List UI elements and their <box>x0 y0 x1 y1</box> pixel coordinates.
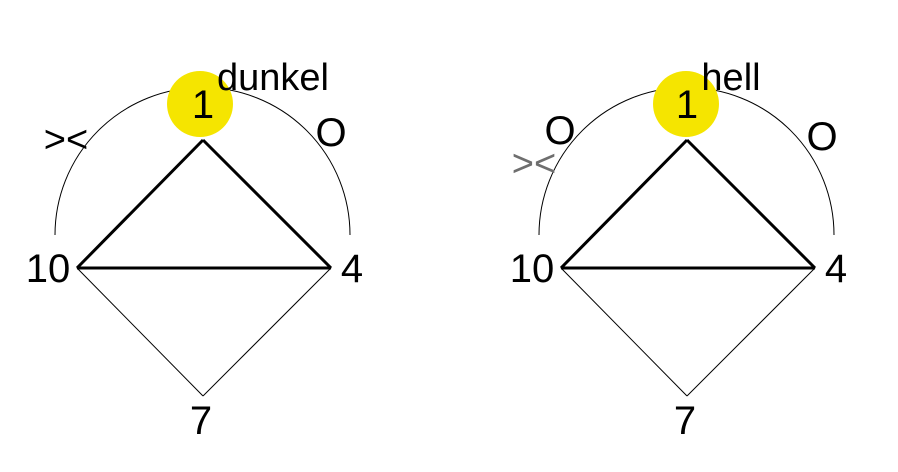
arc-mark-left: >< <box>512 143 556 185</box>
arc-mark-right: O <box>806 115 837 159</box>
node-label-top: 1 <box>192 83 214 127</box>
panel-title: dunkel <box>217 57 329 99</box>
arc-mark-left: >< <box>44 119 88 161</box>
panel-dunkel: dunkel 1 10 4 7 >< O <box>26 57 363 443</box>
node-label-left: 10 <box>26 247 71 291</box>
arc-mark-right: O <box>315 111 346 155</box>
edge-1-4 <box>685 138 817 270</box>
panel-title: hell <box>701 57 760 99</box>
edge-4-7 <box>686 267 816 397</box>
node-label-right: 4 <box>341 247 363 291</box>
node-label-right: 4 <box>825 247 847 291</box>
edge-10-7 <box>76 267 204 397</box>
panel-hell: hell 1 10 4 7 O >< O <box>510 57 847 443</box>
node-label-bottom: 7 <box>190 399 212 443</box>
node-label-bottom: 7 <box>674 399 696 443</box>
node-label-left: 10 <box>510 247 555 291</box>
arc-mark-left-o: O <box>544 109 575 153</box>
highlight-circle <box>653 71 719 137</box>
edge-1-10 <box>75 138 205 270</box>
highlight-circle <box>167 71 233 137</box>
edge-10-7 <box>560 267 688 397</box>
edge-4-7 <box>202 267 332 397</box>
edge-1-4 <box>201 138 333 270</box>
edge-1-10 <box>559 138 689 270</box>
node-label-top: 1 <box>676 83 698 127</box>
